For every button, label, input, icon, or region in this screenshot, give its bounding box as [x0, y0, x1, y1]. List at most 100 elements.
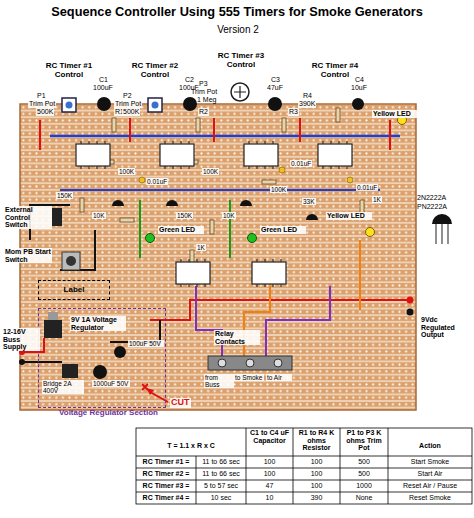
- ic-pins: [256, 259, 257, 287]
- part-label: from Buss: [204, 374, 234, 388]
- ic-pins: [264, 259, 265, 287]
- table-cell: C1 to C4 uF Capacitor: [246, 429, 293, 444]
- wire: [140, 200, 230, 258]
- part-label: 100K: [202, 168, 219, 175]
- ic-pins: [196, 259, 197, 287]
- part-label: Trim Pot: [114, 100, 142, 108]
- table-cell: 100: [247, 458, 292, 466]
- box-label: Label: [39, 281, 109, 295]
- part-label: Trim Pot: [190, 88, 218, 96]
- part-label: Bridge 2A 400V: [42, 380, 84, 394]
- section-title: Voltage Regulator Section: [59, 409, 158, 418]
- toggle-switch: [52, 208, 62, 226]
- part-label: Mom PB Start Switch: [4, 248, 52, 263]
- part-label: 0.01uF: [290, 160, 312, 167]
- table-grid: [196, 428, 388, 504]
- part-label: R2: [198, 108, 209, 116]
- part-label: 10K: [222, 212, 236, 219]
- ic-pins: [81, 141, 347, 287]
- voltage-regulator: [44, 320, 62, 338]
- trim-pot: [148, 98, 162, 112]
- terminal: [407, 309, 414, 316]
- table-grid: [136, 428, 472, 504]
- ic-pins: [204, 259, 205, 287]
- part-label: 0.01uF: [146, 178, 168, 185]
- part-label: Relay Contacts: [214, 330, 260, 345]
- transistors: [112, 200, 318, 220]
- part-label: 100uF 50V: [128, 340, 164, 347]
- table-cell: RC Timer #3 =: [137, 482, 195, 490]
- part-label: R3: [288, 108, 299, 116]
- table-grid: [136, 456, 472, 492]
- push-button: [66, 256, 76, 266]
- ceramic-caps: [139, 167, 353, 183]
- part-label: 100uF: [92, 84, 114, 92]
- transistors: [240, 200, 252, 206]
- part-label: C1: [98, 76, 109, 84]
- ic-pins: [346, 141, 347, 169]
- capacitor: [97, 97, 111, 111]
- part-label: RC Timer #3 Control: [208, 52, 274, 70]
- ic-pins: [88, 141, 89, 169]
- part-label: 1000uF 50V: [92, 380, 130, 387]
- ic-pins: [322, 141, 323, 169]
- wire: [196, 286, 330, 356]
- trim-pot: [66, 102, 73, 109]
- terminal-block: [208, 356, 292, 370]
- yellow-led: [366, 228, 375, 237]
- part-label: 2N2222A: [416, 194, 447, 202]
- ic-pins: [96, 141, 97, 169]
- part-label: PN2222A: [416, 203, 448, 211]
- ic-pins: [248, 141, 249, 169]
- table-cell: 5 to 57 sec: [197, 482, 245, 490]
- capacitor: [268, 97, 282, 111]
- ic-pins: [272, 259, 273, 287]
- capacitor: [93, 365, 107, 379]
- part-label: 390K: [298, 100, 316, 108]
- wire: [150, 300, 410, 320]
- ic-pins: [338, 141, 339, 169]
- table-cell: 10 sec: [197, 494, 245, 502]
- part-label: C2: [184, 76, 195, 84]
- resistors: [80, 108, 364, 264]
- ic-pins: [264, 141, 265, 169]
- resistors: [120, 218, 134, 222]
- part-label: Green LED: [158, 226, 204, 234]
- part-label: CUT: [170, 398, 191, 408]
- ic-555: [76, 144, 352, 284]
- trim-pot: [234, 86, 246, 98]
- part-label: 150K: [56, 192, 73, 199]
- part-label: R4: [302, 92, 313, 100]
- resistors: [196, 118, 200, 132]
- green-led: [146, 234, 155, 243]
- part-label: Yellow LED: [326, 212, 372, 220]
- ic-pins: [172, 141, 173, 169]
- part-label: External Control Switch: [4, 206, 52, 229]
- part-label: C4: [354, 76, 365, 84]
- capacitor: [183, 97, 197, 111]
- part-label: 500K: [122, 108, 140, 116]
- table-grid: [136, 428, 472, 504]
- table-cell: R1 to R4 K ohms Resistor: [293, 429, 340, 452]
- terminal: [19, 359, 25, 365]
- resistors: [282, 118, 286, 132]
- ceramic-caps: [139, 177, 145, 183]
- ic-pins: [272, 141, 273, 169]
- ic-pins: [330, 141, 331, 169]
- trim-pot: [62, 98, 76, 112]
- table-cell: RC Timer #1 =: [137, 458, 195, 466]
- stripboard: [20, 104, 416, 410]
- table-cell: RC Timer #4 =: [137, 494, 195, 502]
- part-label: P2: [122, 92, 133, 100]
- part-label: 100K: [118, 168, 135, 175]
- ic-555: [318, 144, 352, 166]
- part-label: RC Timer #2 Control: [122, 62, 188, 80]
- table-cell: 10: [247, 494, 292, 502]
- ic-pins: [280, 259, 281, 287]
- part-label: P1: [36, 92, 47, 100]
- part-label: RC Timer #1 Control: [36, 62, 102, 80]
- part-label: 12-16V Buss Supply: [2, 328, 40, 351]
- part-label: 100K: [270, 186, 287, 193]
- wire: [60, 189, 380, 191]
- resistors: [112, 118, 116, 132]
